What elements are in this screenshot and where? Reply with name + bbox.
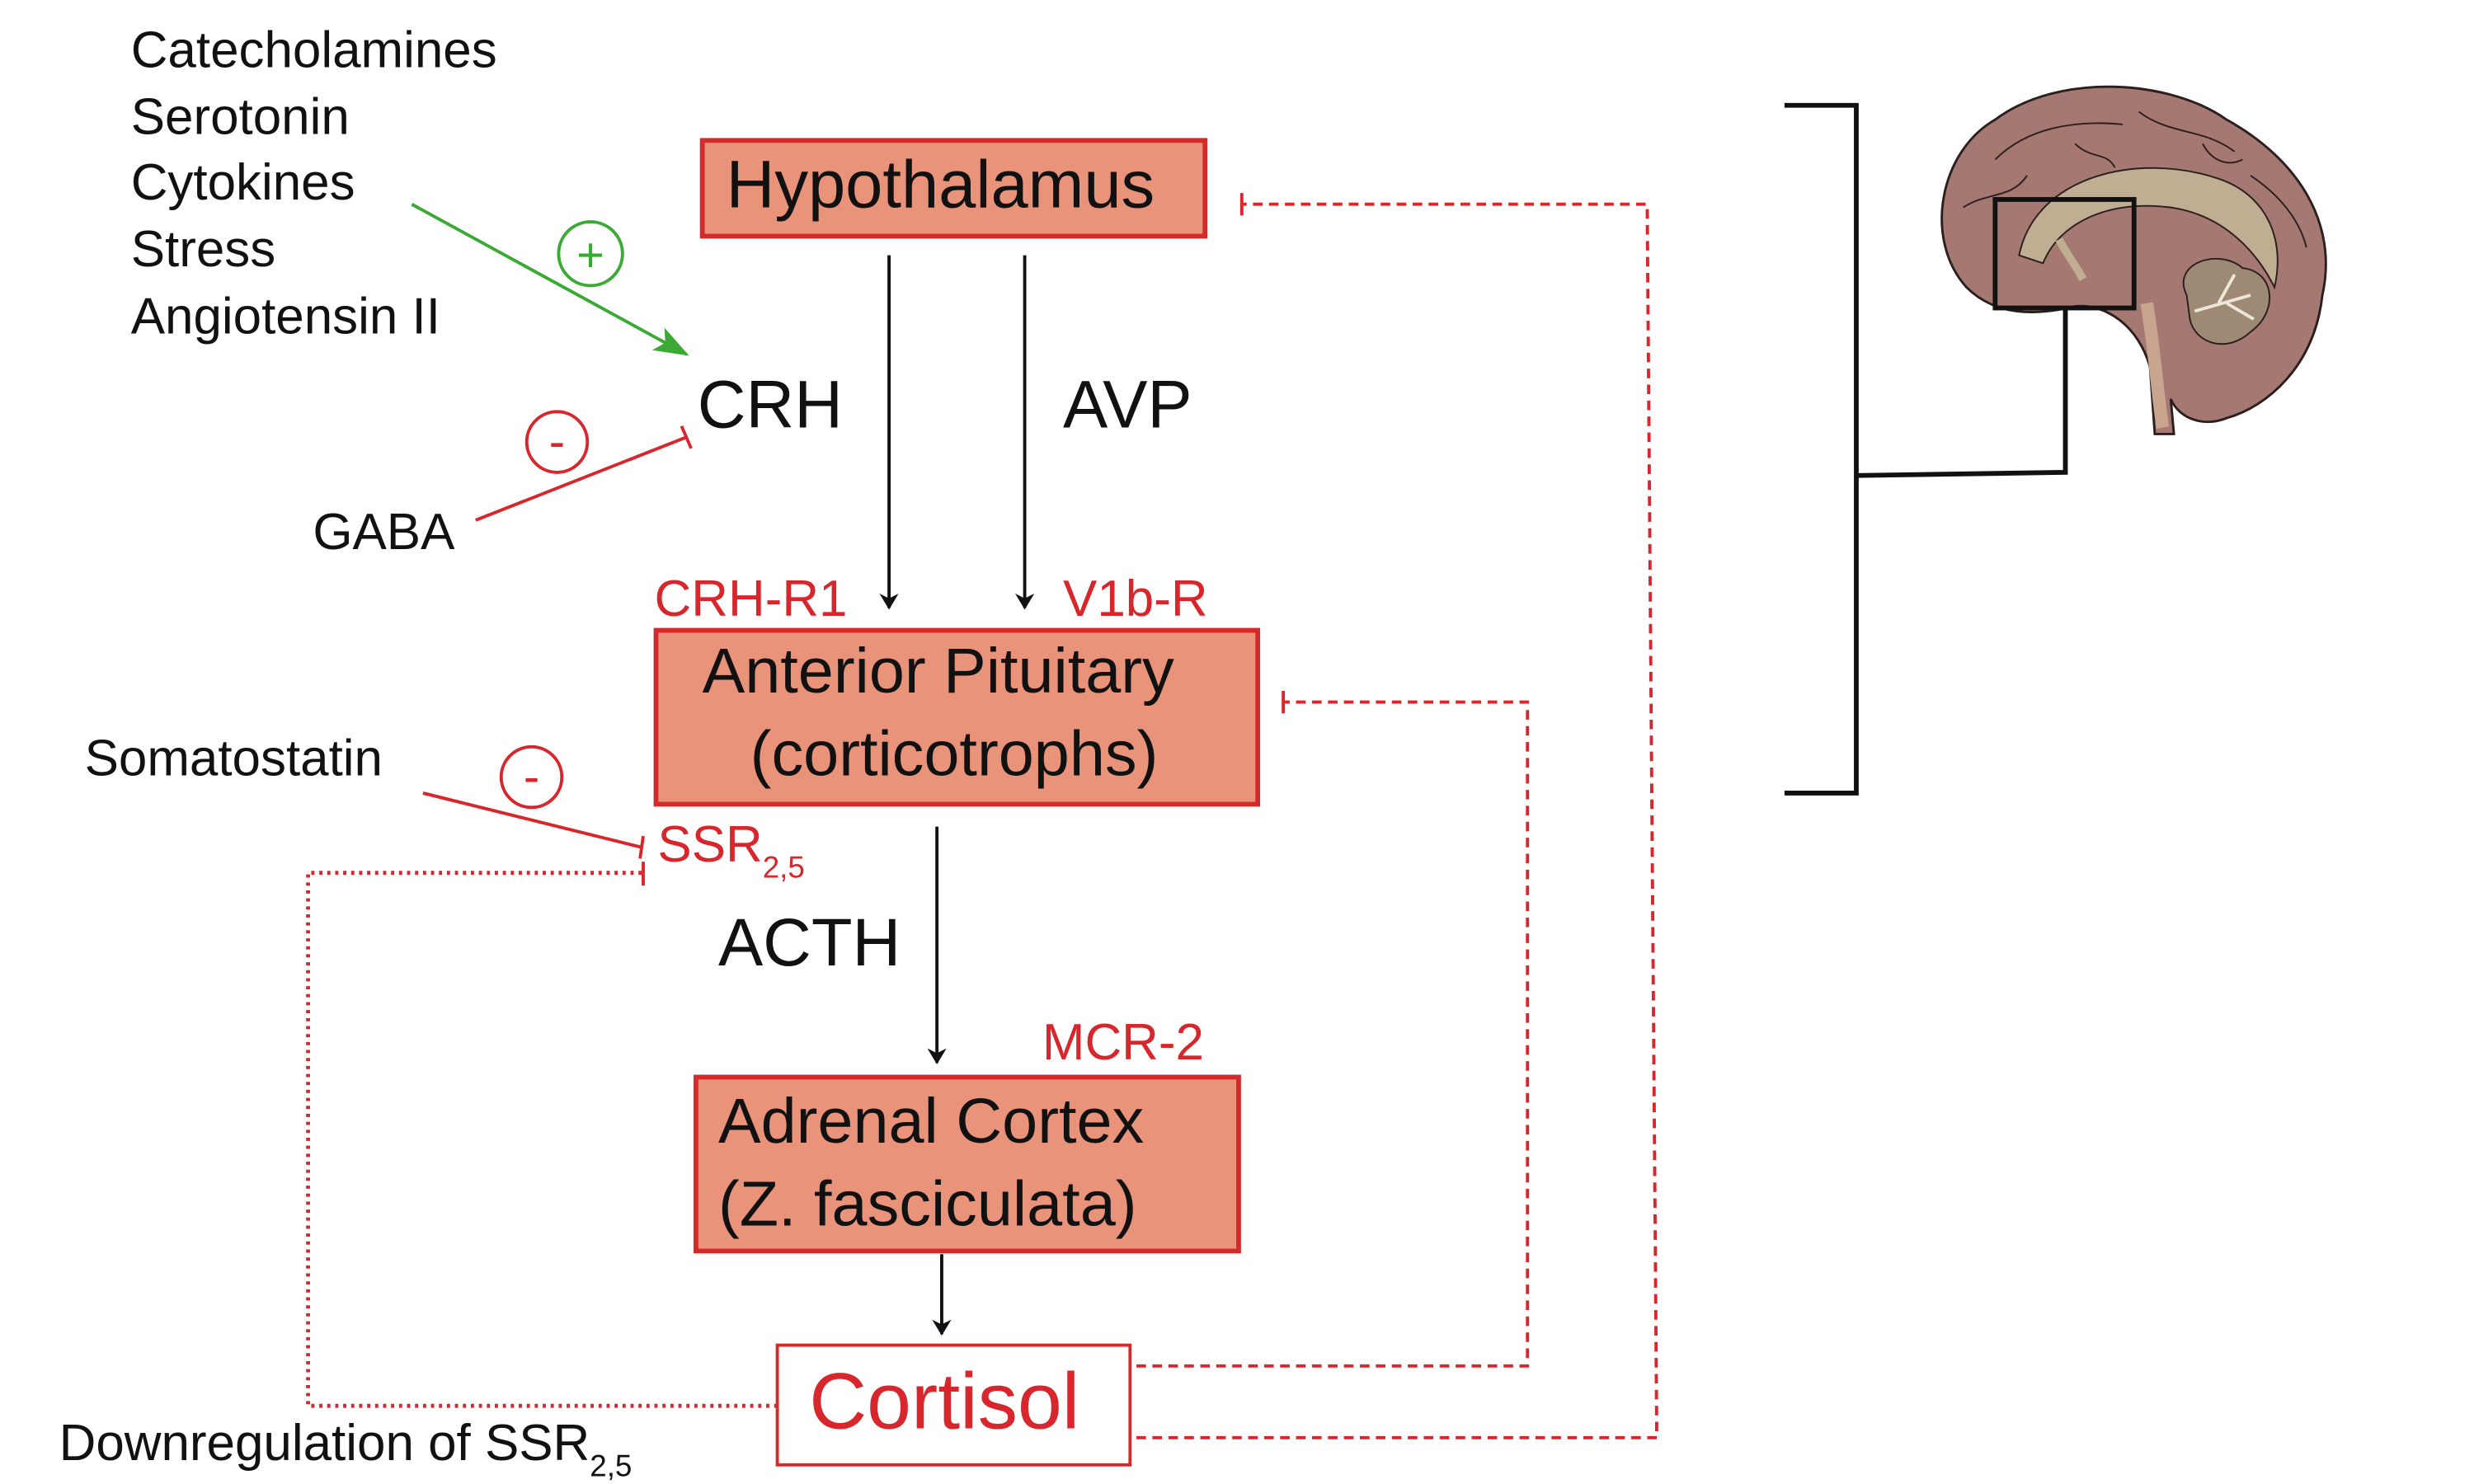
stimuli-list: Catecholamines Serotonin Cytokines Stres… xyxy=(131,21,497,345)
mcr2-label: MCR-2 xyxy=(1042,1014,1204,1071)
bracket xyxy=(1784,102,2068,796)
minus-icon: - xyxy=(524,410,590,474)
anterior-pituitary-box: Anterior Pituitary (corticotrophs) xyxy=(653,627,1261,807)
acth-label: ACTH xyxy=(718,905,901,980)
ssr-label: SSR2,5 xyxy=(657,816,804,884)
cortisol-label: Cortisol xyxy=(809,1355,1079,1445)
minus-sign: - xyxy=(524,750,539,804)
stimulus-label: Cytokines xyxy=(131,154,355,211)
stimulus-label: Stress xyxy=(131,221,276,278)
pituitary-label-line2: (corticotrophs) xyxy=(750,719,1159,790)
somatostatin-inhibit-line xyxy=(422,791,645,859)
v1b-r-label: V1b-R xyxy=(1063,571,1208,627)
crh-label: CRH xyxy=(698,368,843,443)
plus-icon: + xyxy=(557,220,624,288)
gaba-inhibit-line xyxy=(475,425,693,522)
brain-icon xyxy=(1940,85,2327,435)
avp-label: AVP xyxy=(1063,368,1192,443)
hypothalamus-box: Hypothalamus xyxy=(699,138,1208,239)
hypothalamus-feedback-line xyxy=(1136,202,1658,1439)
stimulate-arrow xyxy=(411,203,689,356)
crh-r1-label: CRH-R1 xyxy=(655,571,848,627)
downregulation-label: Downregulation of SSR2,5 xyxy=(59,1415,633,1482)
adrenal-label-line2: (Z. fasciculata) xyxy=(718,1168,1137,1239)
gaba-label: GABA xyxy=(313,504,455,561)
minus-icon: - xyxy=(499,744,564,810)
plus-sign: + xyxy=(576,228,604,282)
pituitary-feedback-line xyxy=(1136,700,1530,1368)
pituitary-label-line1: Anterior Pituitary xyxy=(703,636,1174,707)
cortisol-box: Cortisol xyxy=(775,1343,1132,1467)
somatostatin-label: Somatostatin xyxy=(85,730,383,787)
minus-sign: - xyxy=(549,415,565,468)
stimulus-label: Serotonin xyxy=(131,89,350,146)
hypothalamus-label: Hypothalamus xyxy=(727,148,1155,223)
stimulus-label: Angiotensin II xyxy=(131,289,440,345)
stimulus-label: Catecholamines xyxy=(131,21,497,78)
cortisol-ssr-downregulation-line xyxy=(306,871,778,1408)
adrenal-label-line1: Adrenal Cortex xyxy=(718,1086,1144,1157)
adrenal-cortex-box: Adrenal Cortex (Z. fasciculata) xyxy=(693,1074,1241,1254)
